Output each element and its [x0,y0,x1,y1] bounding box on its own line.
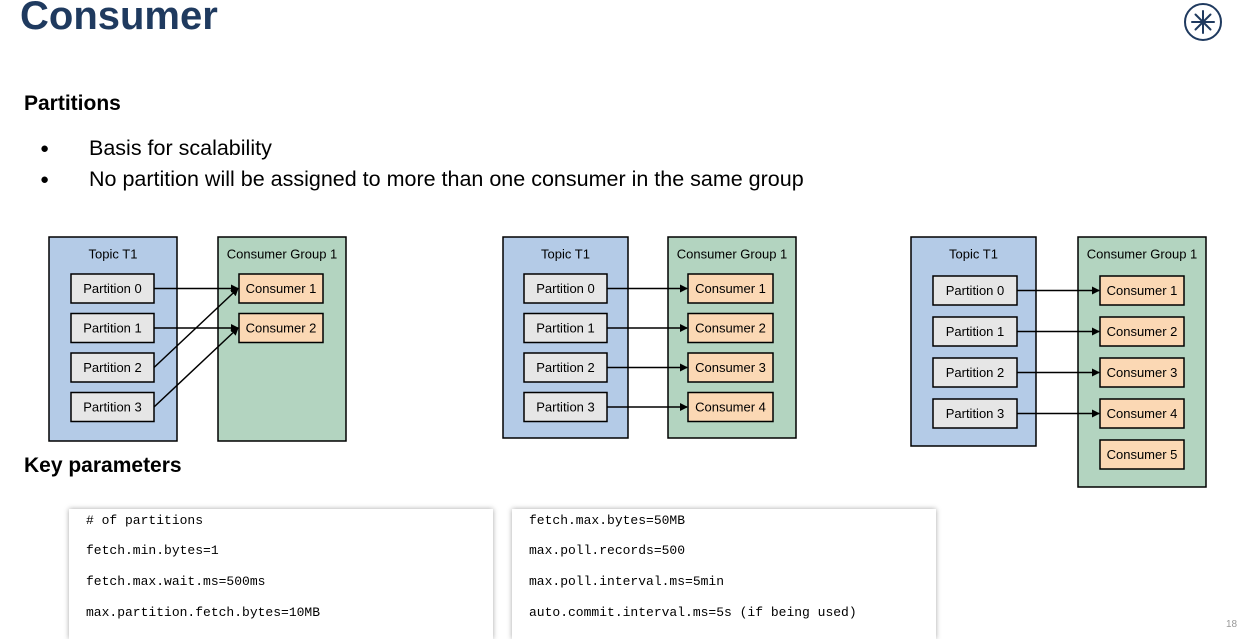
partition-label: Partition 2 [83,360,142,375]
consumer-box [1099,439,1185,470]
partition-label: Partition 3 [536,399,595,414]
partition-box [70,312,155,344]
consumer-label: Consumer 2 [695,320,766,335]
slide-title: Consumer [20,0,218,38]
partition-box [523,352,608,383]
consumer-box [687,273,774,304]
partition-box [70,352,155,383]
consumer-label: Consumer 2 [1107,324,1178,339]
key-parameters-left-panel: # of partitions fetch.min.bytes=1 fetch.… [69,509,493,639]
consumer-box [1099,275,1185,306]
bullet-item: Basis for scalability [40,133,804,164]
partition-label: Partition 2 [946,365,1005,380]
bullet-item: No partition will be assigned to more th… [40,164,804,195]
confluent-logo-icon [1184,3,1222,41]
partition-label: Partition 3 [83,399,142,414]
consumer-label: Consumer 1 [695,281,766,296]
topic-label: Topic T1 [949,246,998,261]
partition-label: Partition 0 [83,281,142,296]
parameter-line: max.poll.records=500 [529,543,686,558]
partitions-heading: Partitions [24,92,121,115]
partition-label: Partition 1 [536,320,595,335]
consumer-box [687,352,774,383]
parameter-line: auto.commit.interval.ms=5s (if being use… [529,605,857,620]
parameter-line: max.partition.fetch.bytes=10MB [86,605,321,620]
partition-box [523,391,608,423]
consumer-group-label: Consumer Group 1 [677,246,788,261]
partition-box [523,273,608,304]
partition-box [70,391,155,423]
key-parameters-right-panel: fetch.max.bytes=50MB max.poll.records=50… [512,509,936,639]
consumer-group-label: Consumer Group 1 [227,246,338,261]
partition-label: Partition 1 [946,324,1005,339]
consumer-label: Consumer 3 [695,360,766,375]
key-parameters-heading: Key parameters [24,454,182,477]
parameter-line: # of partitions [86,513,204,528]
consumer-label: Consumer 4 [1107,406,1178,421]
consumer-label: Consumer 3 [1107,365,1178,380]
partition-box [932,275,1018,306]
partition-label: Partition 2 [536,360,595,375]
parameter-line: fetch.min.bytes=1 [86,543,219,558]
parameter-line: max.poll.interval.ms=5min [529,574,725,589]
consumer-box [238,312,324,344]
consumer-box [687,312,774,344]
page-number: 18 [1226,619,1237,630]
consumer-box [1099,398,1185,429]
consumer-box [238,273,324,304]
parameter-line: fetch.max.bytes=50MB [529,513,686,528]
partition-box [932,398,1018,429]
partition-assignment-diagrams: Topic T1 Consumer Group 1 Partition 0 Parti… [48,236,1207,488]
assignment-arrow [153,287,239,369]
topic-label: Topic T1 [541,246,590,261]
partition-label: Partition 0 [946,283,1005,298]
parameter-line: fetch.max.wait.ms=500ms [86,574,266,589]
consumer-box [687,391,774,423]
consumer-label: Consumer 1 [1107,283,1178,298]
consumer-box [1099,357,1185,388]
consumer-label: Consumer 5 [1107,447,1178,462]
consumer-label: Consumer 4 [695,399,766,414]
partition-label: Partition 0 [536,281,595,296]
partition-box [523,312,608,344]
topic-label: Topic T1 [89,246,138,261]
partitions-bullet-list: Basis for scalability No partition will … [40,133,804,195]
consumer-group-label: Consumer Group 1 [1087,246,1198,261]
partition-label: Partition 3 [946,406,1005,421]
assignment-arrow [153,327,239,408]
consumer-label: Consumer 2 [246,320,317,335]
consumer-label: Consumer 1 [246,281,317,296]
consumer-box [1099,316,1185,347]
partition-label: Partition 1 [83,320,142,335]
